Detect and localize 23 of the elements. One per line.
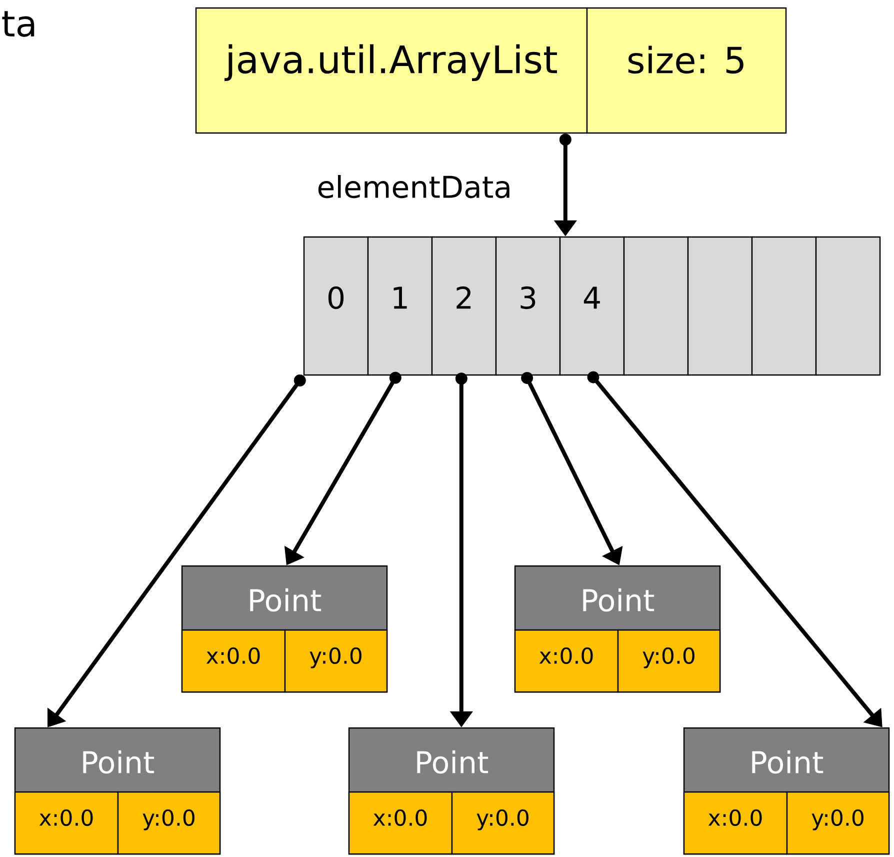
- array-cell: 4: [559, 236, 625, 376]
- array-cell: 1: [367, 236, 433, 376]
- array-cell: [623, 236, 689, 376]
- field-cell: y:0.0: [117, 791, 221, 855]
- array-cell: 3: [495, 236, 561, 376]
- edge-label: elementData: [318, 175, 510, 198]
- array-cell: 2: [431, 236, 497, 376]
- field-cell: x:0.0: [14, 791, 119, 855]
- field-cell: x:0.0: [348, 791, 453, 855]
- field-cell: x:0.0: [683, 791, 788, 855]
- object-cell: size: 5: [586, 7, 787, 134]
- field-cell: y:0.0: [786, 791, 890, 855]
- field-cell: x:0.0: [514, 629, 619, 693]
- object-cell: java.util.ArrayList: [195, 7, 588, 134]
- field-cell: y:0.0: [284, 629, 388, 693]
- array-cell: [815, 236, 881, 376]
- array-cell: 0: [303, 236, 369, 376]
- field-cell: y:0.0: [451, 791, 555, 855]
- field-cell: x:0.0: [181, 629, 286, 693]
- array-cell: [751, 236, 817, 376]
- caption-text: ta: [2, 11, 34, 37]
- array-cell: [687, 236, 753, 376]
- field-cell: y:0.0: [617, 629, 721, 693]
